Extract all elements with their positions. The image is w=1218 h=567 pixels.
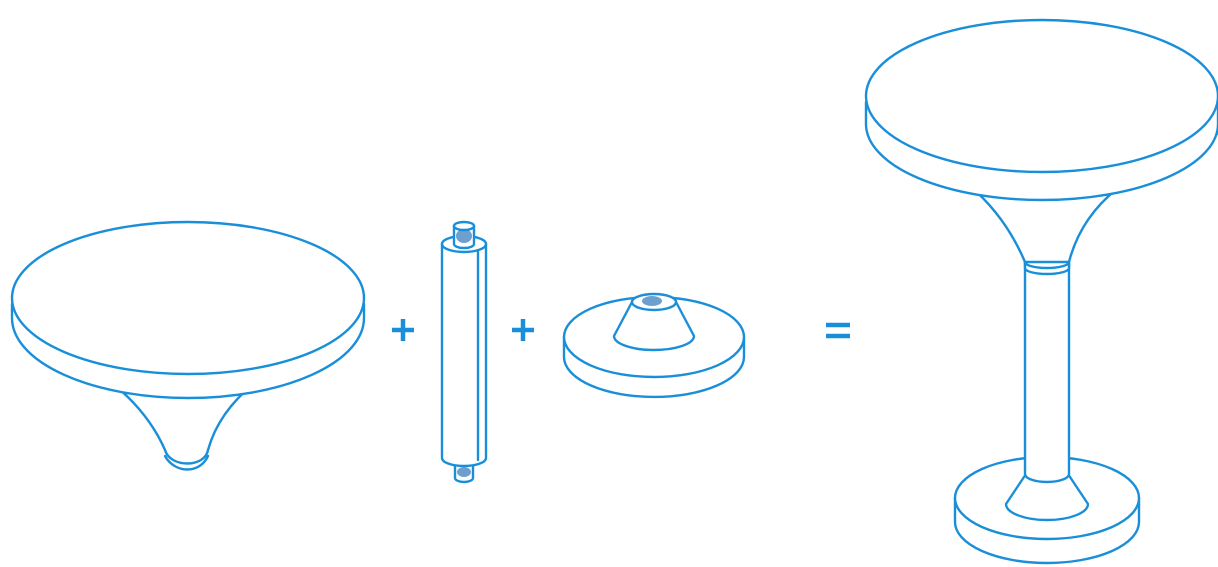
tabletop-icon	[12, 222, 364, 470]
column-icon	[442, 222, 486, 482]
plus-operator	[512, 319, 534, 341]
assembled-table-icon	[866, 20, 1218, 563]
base-icon	[564, 294, 744, 397]
plus-operator	[392, 319, 414, 341]
equals-operator	[826, 325, 850, 336]
